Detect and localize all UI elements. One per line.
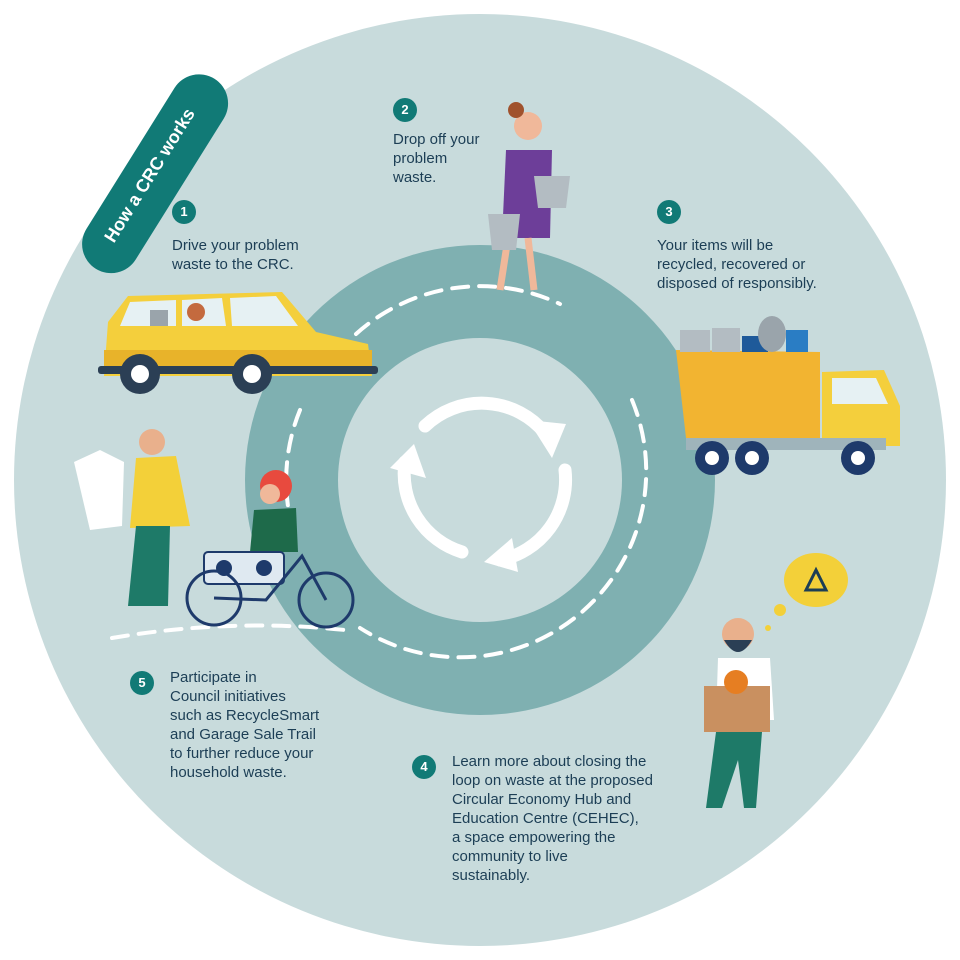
step-badge-1: 1 xyxy=(172,200,196,224)
recycle-icon xyxy=(803,566,829,592)
step-badge-4: 4 xyxy=(412,755,436,779)
step-badge-3: 3 xyxy=(657,200,681,224)
car-illustration xyxy=(98,292,378,394)
truck-illustration xyxy=(676,316,900,475)
step-text-5: Participate in Council initiatives such … xyxy=(170,669,320,781)
man-with-shirt xyxy=(74,429,190,606)
dashed-path-bottom xyxy=(358,398,649,660)
dashed-path-top xyxy=(354,284,562,336)
thought-bubble xyxy=(784,553,848,607)
step-text-4: Learn more about closing the loop on was… xyxy=(452,753,653,884)
step-text-2: Drop off your problem waste. xyxy=(393,131,480,186)
step-badge-5: 5 xyxy=(130,671,154,695)
step-text-3: Your items will be recycled, recovered o… xyxy=(657,237,817,292)
thought-dot-small xyxy=(765,625,771,631)
inner-disc xyxy=(338,338,622,622)
step-text-1: Drive your problem waste to the CRC. xyxy=(172,237,299,273)
man-with-box xyxy=(704,618,774,808)
step-badge-2: 2 xyxy=(393,98,417,122)
woman-dropping-waste xyxy=(488,102,570,291)
thought-dot-large xyxy=(774,604,786,616)
girl-on-bike xyxy=(185,470,355,629)
dashed-path-road xyxy=(110,623,347,640)
cycle-arrowheads xyxy=(390,420,566,572)
title-banner xyxy=(82,74,229,274)
